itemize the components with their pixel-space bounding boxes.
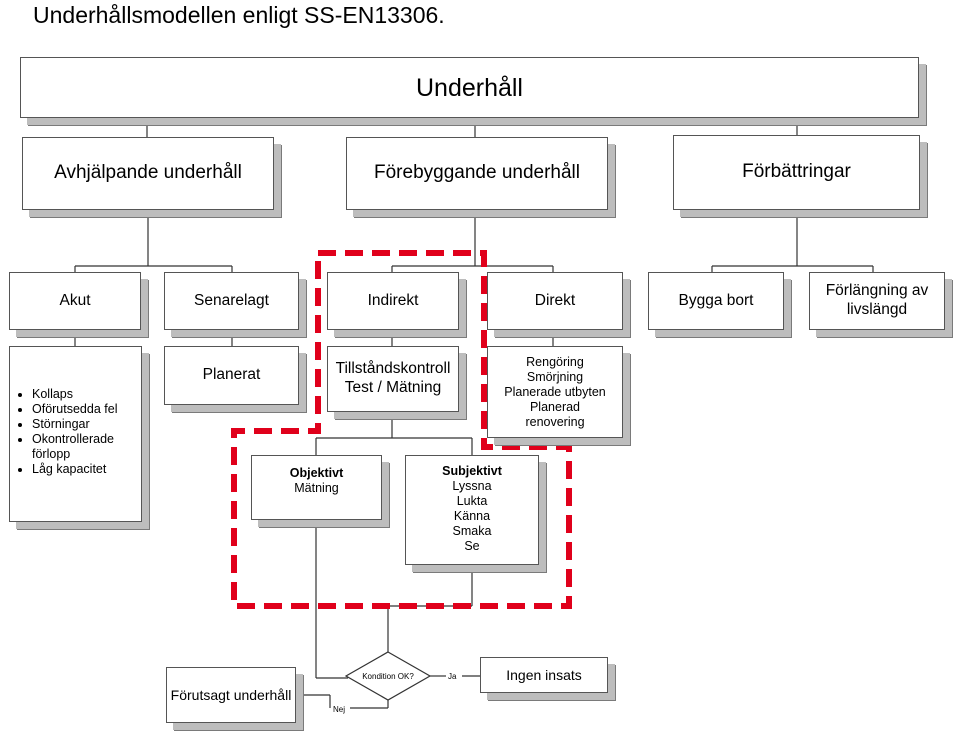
planned-label: Planerat (202, 366, 261, 384)
decision-diamond (344, 651, 432, 701)
caption: Underhållsmodellen enligt SS-EN13306. (33, 2, 445, 28)
direct-tasks-box: Rengöring Smörjning Planerade utbyten Pl… (487, 346, 623, 438)
list-item: Kollaps (32, 387, 141, 402)
postponed-box: Senarelagt (164, 272, 299, 330)
root-box: Underhåll (20, 57, 919, 118)
condition-check-box: Tillståndskontroll Test / Mätning (327, 346, 459, 412)
condition-check-label: Tillståndskontroll Test / Mätning (335, 360, 451, 396)
direct-box: Direkt (487, 272, 623, 330)
list-item: Låg kapacitet (32, 462, 141, 477)
indirect-label: Indirekt (367, 291, 419, 309)
highlight-indirect-outline (231, 250, 572, 609)
no-action-label: Ingen insats (506, 666, 582, 683)
direct-tasks-label: Rengöring Smörjning Planerade utbyten Pl… (504, 354, 606, 429)
corrective-box: Avhjälpande underhåll (22, 137, 274, 210)
subjective-box: Subjektivt Lyssna Lukta Känna Smaka Se (405, 455, 539, 565)
improvements-box: Förbättringar (673, 135, 920, 210)
predictive-box: Förutsagt underhåll (166, 667, 296, 723)
acute-box: Akut (9, 272, 141, 330)
preventive-label: Förebyggande underhåll (374, 162, 580, 184)
yes-label: Ja (448, 672, 457, 681)
life-extension-box: Förlängning av livslängd (809, 272, 945, 330)
improvements-label: Förbättringar (742, 161, 851, 183)
indirect-box: Indirekt (327, 272, 459, 330)
postponed-label: Senarelagt (194, 291, 269, 309)
predictive-label: Förutsagt underhåll (170, 686, 292, 703)
list-item: Okontrollerade förlopp (32, 432, 141, 462)
direct-label: Direkt (534, 291, 576, 309)
no-action-box: Ingen insats (480, 657, 608, 693)
acute-causes-box: Kollaps Oförutsedda fel Störningar Okont… (9, 346, 142, 522)
list-item: Oförutsedda fel (32, 402, 141, 417)
life-extension-label: Förlängning av livslängd (825, 282, 929, 318)
subjective-body: Lyssna Lukta Känna Smaka Se (452, 479, 492, 553)
subjective-title: Subjektivt (442, 464, 502, 478)
objective-title: Objektivt (289, 466, 344, 480)
design-out-box: Bygga bort (648, 272, 784, 330)
acute-causes-list: Kollaps Oförutsedda fel Störningar Okont… (10, 387, 141, 477)
objective-box: Objektivt Mätning (251, 455, 382, 520)
root-label: Underhåll (415, 73, 523, 102)
preventive-box: Förebyggande underhåll (346, 137, 608, 210)
no-label: Nej (333, 705, 345, 714)
decision-label: Kondition OK? (362, 672, 414, 681)
objective-body: Mätning (294, 481, 339, 495)
acute-label: Akut (59, 291, 91, 309)
design-out-label: Bygga bort (678, 291, 754, 309)
planned-box: Planerat (164, 346, 299, 405)
corrective-label: Avhjälpande underhåll (54, 162, 242, 184)
list-item: Störningar (32, 417, 141, 432)
